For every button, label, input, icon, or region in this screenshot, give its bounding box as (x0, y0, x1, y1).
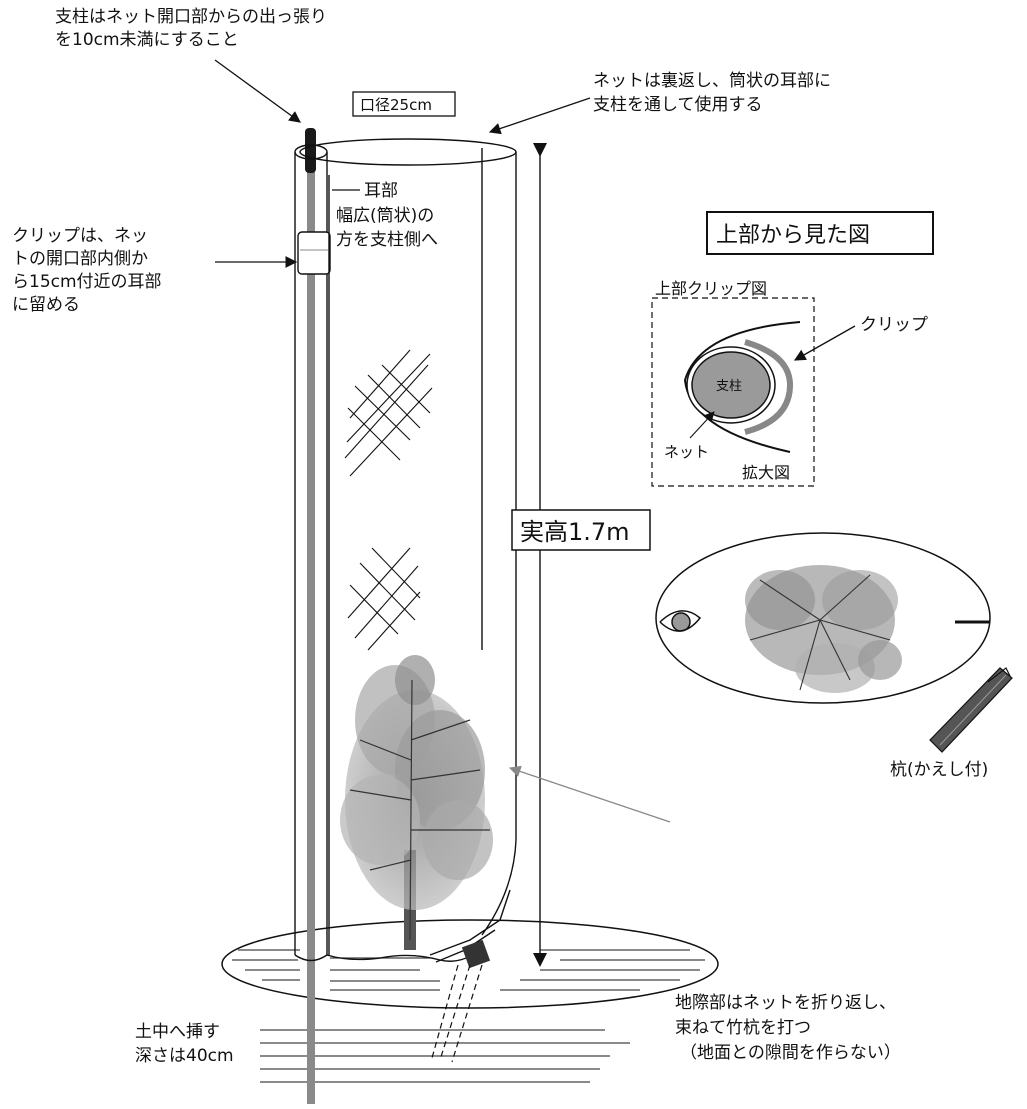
net-usage-line-2: 支柱を通して使用する (593, 94, 763, 115)
pole-protrusion-line-2: を10cm未満にすること (55, 30, 239, 50)
net-cylinder (299, 138, 517, 963)
net-label: ネット (664, 443, 709, 461)
ground (221, 919, 719, 1083)
top-view-title: 上部から見た図 (716, 223, 870, 248)
top-view-panel (651, 211, 1013, 753)
stake-label: 杭(かえし付) (890, 760, 988, 780)
wide-side-line-1: 幅広(筒状)の (336, 206, 434, 226)
clip-instruction-line-1: クリップは、ネッ (12, 226, 148, 246)
ground-fold-arrow (508, 765, 671, 823)
pole-protrusion-arrow (214, 59, 301, 123)
ground-fold-line-1: 地際部はネットを折り返し、 (675, 993, 896, 1013)
net-usage-line-1: ネットは裏返し、筒状の耳部に (593, 70, 831, 91)
enlarged-label: 拡大図 (742, 463, 790, 482)
insert-soil-label: 土中へ挿す (135, 1022, 220, 1042)
depth-label: 深さは40cm (135, 1046, 234, 1066)
ear-tube (294, 144, 328, 962)
diameter-box (352, 91, 456, 117)
pole-cross-section (691, 351, 771, 419)
clip-instruction-line-4: に留める (12, 295, 80, 315)
leader-arrows (214, 59, 671, 823)
clip-cross-section (744, 339, 794, 435)
ear-part-label: 耳部 (364, 181, 398, 201)
diameter-label: 口径25cm (360, 96, 432, 114)
pole-protrusion-line-1: 支柱はネット開口部からの出っ張り (55, 7, 327, 27)
clip (297, 231, 331, 275)
clip-instruction-line-2: トの開口部内側か (12, 249, 148, 269)
ground-fold-line-2: 束ねて竹杭を打つ (675, 1018, 811, 1038)
ground-hatching (232, 949, 705, 1083)
top-view-title-box (706, 211, 934, 255)
wide-side-line-2: 方を支柱側へ (336, 230, 438, 250)
height-label: 実高1.7m (520, 518, 630, 546)
bamboo-stake (431, 939, 491, 1063)
pole-label: 支柱 (716, 379, 742, 394)
pole-top (305, 128, 316, 173)
clip-instruction-line-3: ら15cm付近の耳部 (12, 272, 162, 292)
net-mesh (344, 349, 433, 651)
clip-label: クリップ (860, 315, 928, 335)
top-view-foliage (745, 565, 902, 693)
sapling (340, 655, 493, 950)
height-box (511, 509, 651, 551)
ground-fold-line-3: （地面との隙間を作らない） (680, 1043, 901, 1063)
stake-with-barb-icon (929, 667, 1013, 753)
support-pole (305, 128, 316, 1104)
annotation-labels: 支柱はネット開口部からの出っ張り を10cm未満にすること 口径25cm ネット… (12, 7, 988, 1066)
clip-box-title: 上部クリップ図 (655, 279, 767, 298)
net-usage-arrow (488, 97, 591, 135)
